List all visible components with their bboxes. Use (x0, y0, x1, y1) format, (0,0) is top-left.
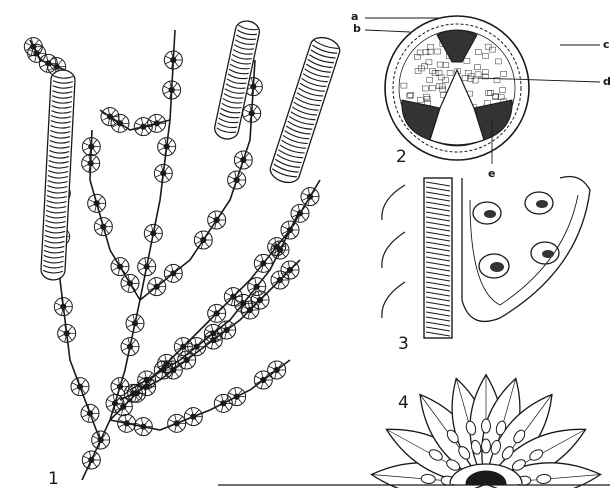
stamen (482, 419, 491, 433)
leaf-whorl (281, 261, 299, 279)
leaf-whorl (194, 231, 212, 249)
figure-number-3: 3 (398, 334, 409, 354)
leaf-whorl (71, 378, 89, 396)
leaf-whorl (154, 164, 172, 182)
leaf-whorl (218, 321, 236, 339)
leaf-whorl (251, 291, 269, 309)
leaf-whorl (134, 118, 152, 136)
label-b: b (353, 22, 361, 35)
leaf-whorl (268, 361, 286, 379)
leaf-whorl (24, 38, 42, 56)
leaf-whorl (158, 138, 176, 156)
leaf-whorl (164, 264, 182, 282)
leaf-whorl (291, 204, 309, 222)
leaf-whorl (234, 151, 252, 169)
leaf-whorl (58, 324, 76, 342)
leaf-whorl (163, 81, 181, 99)
leaf-whorl (121, 274, 139, 292)
leaf-whorl (228, 388, 246, 406)
figure-number-4: 4 (398, 393, 409, 413)
leaf-whorl (138, 378, 156, 396)
stamen (482, 439, 491, 453)
label-d: d (603, 75, 611, 88)
vascular-bundle-top (437, 30, 477, 62)
leaf-whorl (184, 408, 202, 426)
leaf-whorl (281, 221, 299, 239)
leader-b (365, 30, 410, 32)
leaf-whorl (178, 351, 196, 369)
leaf-whorl (82, 451, 100, 469)
left-wall-curves (382, 185, 405, 318)
leaf-whorl (111, 258, 129, 276)
leaf-whorl (254, 254, 272, 272)
leaf-whorl (228, 171, 246, 189)
leaf-whorl (54, 298, 72, 316)
leaf-whorl (138, 258, 156, 276)
figure-2-cross-section: a b c d e 2 (351, 10, 611, 180)
flower-spike (268, 34, 343, 186)
leaf-whorl (92, 431, 110, 449)
leaf-whorl (126, 314, 144, 332)
leaf-whorl (121, 338, 139, 356)
figure-4-flower-rosette: 4 (218, 375, 610, 488)
leaf-whorl (82, 138, 100, 156)
leaf-whorl (301, 188, 319, 206)
leaf-whorl (101, 108, 119, 126)
spore-capsules (473, 192, 559, 278)
leaf-whorl (134, 418, 152, 436)
leaf-whorl (88, 194, 106, 212)
flower-spike (41, 70, 76, 281)
leader-d (478, 78, 600, 82)
leaf-whorl (164, 51, 182, 69)
leaf-whorl (81, 404, 99, 422)
figure-number-1: 1 (48, 469, 59, 488)
leaf-whorl (94, 218, 112, 236)
label-c: c (603, 38, 610, 51)
leaf-whorl (271, 241, 289, 259)
figure-number-2: 2 (396, 147, 407, 167)
leaf-whorl (208, 211, 226, 229)
leaf-whorl (118, 414, 136, 432)
figure-1-branch-illustration (24, 19, 342, 480)
figure-3-longitudinal-detail: 3 (382, 177, 590, 355)
leaf-whorl (148, 278, 166, 296)
leaf-whorl (144, 224, 162, 242)
leaf-whorl (82, 154, 100, 172)
label-e: e (488, 167, 495, 180)
leaf-whorl (208, 304, 226, 322)
leaf-whorl (243, 104, 261, 122)
leaf-whorl (168, 414, 186, 432)
